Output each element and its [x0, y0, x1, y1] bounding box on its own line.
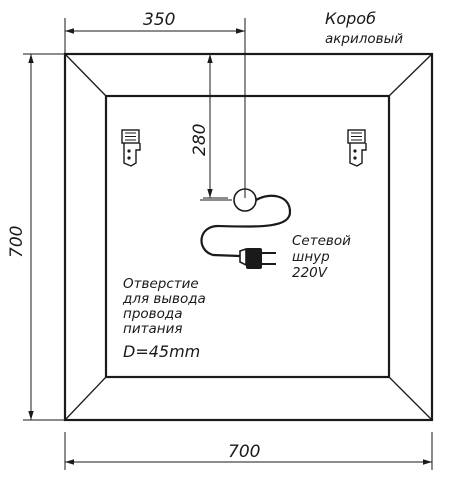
dimension-top: 350	[64, 10, 246, 198]
cord-label-line-3: 220V	[292, 265, 329, 281]
hole-label-line-3: провода	[123, 306, 182, 322]
power-cord	[200, 194, 292, 258]
dimension-left-label: 700	[7, 226, 27, 258]
hole-label-line-4: питания	[123, 321, 182, 337]
title-line-1: Короб	[325, 9, 376, 28]
hole-label-line-1: Отверстие	[123, 276, 199, 292]
acrylic-box	[63, 52, 434, 422]
mounting-bracket-left	[121, 129, 141, 167]
dimension-top-label: 350	[143, 10, 175, 30]
hole-diameter: D=45mm	[123, 342, 200, 361]
dimension-left: 700	[7, 53, 65, 421]
dimension-vertical-inner-label: 280	[190, 124, 210, 156]
dimension-vertical-inner: 280	[190, 53, 228, 199]
title-line-2: акриловый	[325, 31, 403, 47]
dimension-bottom: 700	[64, 432, 433, 470]
cord-label-line-1: Сетевой	[292, 233, 351, 249]
cord-label-line-2: шнур	[292, 249, 330, 265]
hole-label-line-2: для вывода	[122, 291, 206, 307]
cable-hole	[200, 188, 257, 212]
mounting-bracket-right	[347, 129, 367, 167]
power-plug-icon	[239, 247, 276, 269]
dimension-bottom-label: 700	[228, 442, 260, 462]
